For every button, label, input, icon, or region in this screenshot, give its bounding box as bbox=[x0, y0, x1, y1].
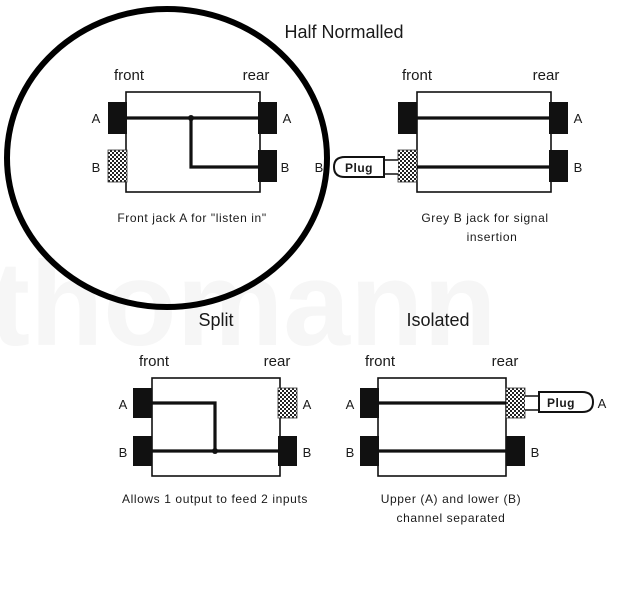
jack-rear-a-grey bbox=[505, 387, 526, 419]
panel-half-normalled-insert: front rear Plug A B B Grey B jack for si… bbox=[315, 67, 583, 244]
title-isolated: Isolated bbox=[406, 310, 469, 330]
jack-front-b bbox=[133, 436, 152, 466]
panel-isolated: front rear Plug A B A B Upper (A) and lo… bbox=[346, 353, 607, 525]
wire-split bbox=[152, 401, 217, 451]
jack-rear-b bbox=[258, 150, 277, 182]
highlight-circle bbox=[4, 6, 330, 310]
title-split: Split bbox=[198, 310, 233, 330]
plug-icon bbox=[332, 156, 385, 178]
jack-rear-b bbox=[549, 150, 568, 182]
patch-box bbox=[151, 377, 281, 477]
plug-tip bbox=[383, 159, 398, 175]
pin-front-b: B bbox=[119, 445, 128, 460]
junction-dot bbox=[212, 448, 218, 454]
pin-front-a: A bbox=[119, 397, 128, 412]
caption-line-2: channel separated bbox=[397, 511, 506, 525]
plug-label: Plug bbox=[547, 396, 575, 410]
jack-rear-a-grey bbox=[277, 387, 298, 419]
jack-front-a bbox=[360, 388, 379, 418]
caption-line-1: Allows 1 output to feed 2 inputs bbox=[122, 492, 308, 506]
pin-rear-a: A bbox=[283, 111, 292, 126]
pin-rear-b: B bbox=[281, 160, 290, 175]
title-half-normalled: Half Normalled bbox=[284, 22, 403, 42]
panel-split: front rear A B A B Allows 1 output to fe… bbox=[119, 353, 312, 506]
plug-icon bbox=[538, 391, 595, 413]
pin-front-b: B bbox=[92, 160, 101, 175]
pin-front-b: B bbox=[346, 445, 355, 460]
pin-rear-a: A bbox=[598, 396, 607, 411]
front-label: front bbox=[365, 353, 396, 370]
pin-front-b: B bbox=[315, 160, 324, 175]
patch-box bbox=[377, 377, 507, 477]
plug-tip bbox=[525, 395, 540, 411]
junction-dot bbox=[188, 115, 194, 121]
jack-rear-b bbox=[506, 436, 525, 466]
pin-front-a: A bbox=[346, 397, 355, 412]
jack-rear-b bbox=[278, 436, 297, 466]
pin-rear-b: B bbox=[303, 445, 312, 460]
jack-front-b-grey bbox=[107, 149, 128, 183]
rear-label: rear bbox=[492, 353, 519, 370]
pin-rear-b: B bbox=[531, 445, 540, 460]
front-label: front bbox=[139, 353, 170, 370]
jack-front-a bbox=[133, 388, 152, 418]
jack-rear-a bbox=[258, 102, 277, 134]
pin-rear-a: A bbox=[574, 111, 583, 126]
rear-label: rear bbox=[533, 67, 560, 84]
patch-box bbox=[125, 91, 261, 193]
pin-rear-a: A bbox=[303, 397, 312, 412]
front-label: front bbox=[402, 67, 433, 84]
pin-rear-b: B bbox=[574, 160, 583, 175]
plug-label: Plug bbox=[345, 161, 373, 175]
patch-box bbox=[416, 91, 552, 193]
caption-line-1: Grey B jack for signal bbox=[421, 211, 548, 225]
caption-line-2: insertion bbox=[467, 230, 518, 244]
panel-half-normalled-front: front rear A B A B Front jack A for "lis… bbox=[92, 67, 292, 225]
jack-front-a bbox=[108, 102, 127, 134]
rear-label: rear bbox=[243, 67, 270, 84]
caption-line-1: Upper (A) and lower (B) bbox=[381, 492, 522, 506]
jack-rear-a bbox=[549, 102, 568, 134]
front-label: front bbox=[114, 67, 145, 84]
caption-line-1: Front jack A for "listen in" bbox=[117, 211, 266, 225]
wire-normal bbox=[189, 118, 258, 169]
jack-front-a bbox=[398, 102, 417, 134]
rear-label: rear bbox=[264, 353, 291, 370]
jack-front-b bbox=[360, 436, 379, 466]
watermark-text: thomann bbox=[0, 237, 497, 371]
pin-front-a: A bbox=[92, 111, 101, 126]
jack-front-b-grey bbox=[397, 149, 418, 183]
